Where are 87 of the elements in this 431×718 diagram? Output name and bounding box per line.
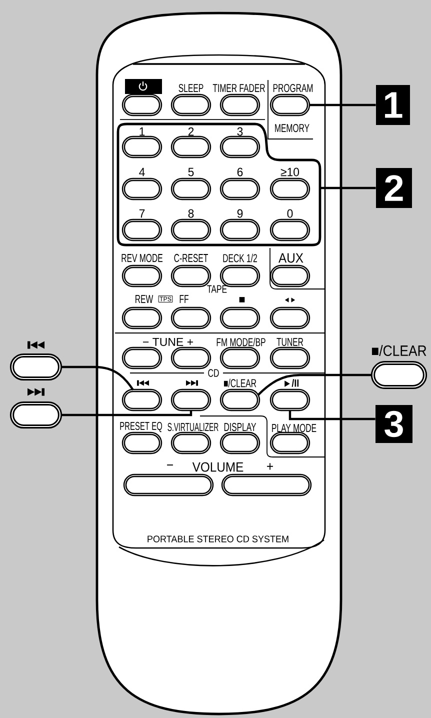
key-label: 1 [140,127,145,136]
key-label: DECK 1/2 [223,254,257,262]
button [220,346,260,370]
key-label: ►/II [284,379,299,387]
button [220,94,260,116]
leader-line [320,186,376,190]
leader-line [257,374,372,396]
callout-number: 1 [376,85,410,125]
key-label: ≥10 [280,168,300,176]
key-label: S.VIRTUALIZER [168,422,218,432]
key-label: − [167,464,173,466]
leader-line [309,104,376,106]
button [170,218,212,242]
key-label: MEMORY [275,124,310,132]
key-label: 8 [188,209,194,218]
key-label: TIMER FADER [212,84,265,92]
leader-line [288,410,376,420]
button [122,136,162,158]
key-label: + [267,463,273,470]
section-label: − TUNE + [143,338,193,346]
callout-number: 3 [376,405,412,443]
button [170,178,212,200]
key-label: PLAY MODE [272,424,316,432]
button [270,264,310,288]
section-label: VOLUME [192,462,244,472]
button [122,218,162,242]
node-label: ■/CLEAR [372,345,426,356]
key-label: 4 [139,168,145,176]
button [123,474,214,496]
button [220,432,260,454]
callout-number: 2 [376,168,412,208]
enlarged-button [10,401,62,429]
button [170,136,212,158]
key-label: ■ [239,297,245,302]
key-label: ■/CLEAR [224,378,256,388]
key-label: 9 [237,209,243,218]
key-label: 2 [188,127,194,136]
leader-line [60,366,134,390]
button [170,388,212,412]
section-label: CD [208,369,219,377]
key-label: 3 [237,127,243,136]
key-label: TUNER [276,338,304,346]
button [122,264,162,288]
key-label: FF [180,295,188,303]
button [220,306,260,330]
button [270,388,310,412]
button [220,388,260,412]
key-label: FM MODE/BP [216,338,266,346]
button [270,94,310,116]
key-label: AUX [278,253,304,263]
button [170,432,212,454]
key-label: REW [136,295,154,303]
button [170,346,212,370]
button [221,474,312,496]
key-label: ◄► [284,298,296,302]
button [122,306,162,330]
key-label: PRESET EQ [120,422,162,432]
button [270,346,310,370]
key-label: 7 [139,209,145,218]
key-label: SLEEP [178,84,204,92]
button [270,432,310,454]
button [270,178,310,200]
section-label: TAPE [207,285,227,293]
button [122,388,162,412]
button [220,178,260,200]
button [170,306,212,330]
button [270,218,310,242]
leader-line [60,410,192,416]
enlarged-button [10,353,62,381]
button [122,94,162,116]
button-group-outline [116,122,322,246]
key-label: REV MODE [122,254,162,262]
button [122,178,162,200]
product-text: PORTABLE STEREO CD SYSTEM [148,536,288,542]
button [220,218,260,242]
key-label: 6 [237,168,243,176]
button [122,432,162,454]
button [170,94,212,116]
button [270,306,310,330]
key-label: DISPLAY [224,422,256,432]
key-label: 5 [188,168,194,176]
key-label: 0 [287,209,293,218]
key-label: C-RESET [174,254,208,262]
enlarged-button: ■/CLEAR [370,345,428,390]
key-label: PROGRAM [273,84,313,92]
button [122,346,162,370]
button [220,136,260,158]
